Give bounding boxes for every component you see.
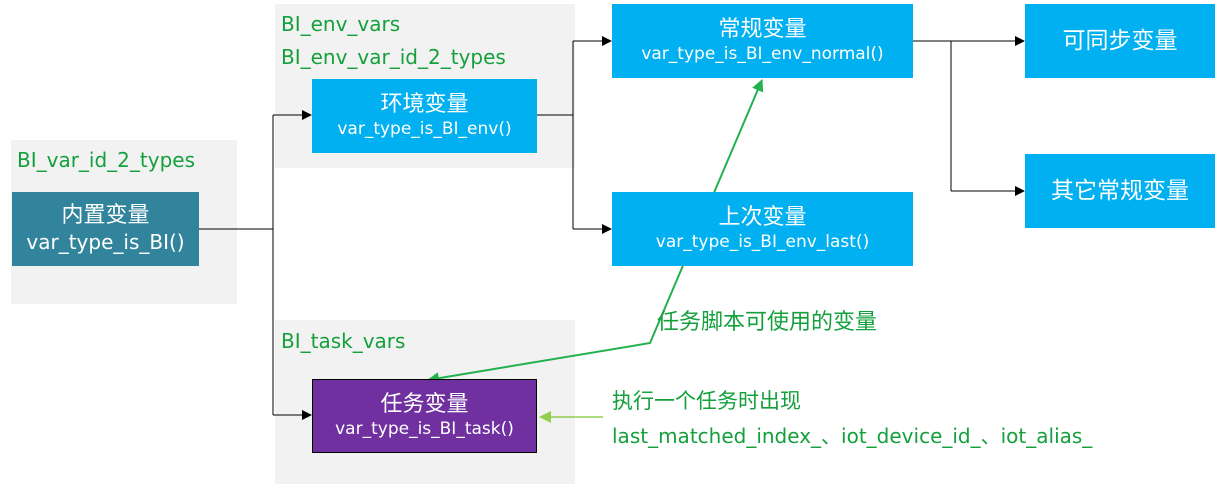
on-task-exec-note: 执行一个任务时出现 bbox=[612, 389, 801, 413]
task-vars-node: 任务变量 var_type_is_BI_task() bbox=[312, 379, 537, 453]
task-script-vars-note: 任务脚本可使用的变量 bbox=[657, 310, 878, 335]
task-vars-func: var_type_is_BI_task() bbox=[335, 419, 514, 440]
normal-vars-title: 常规变量 bbox=[718, 16, 807, 42]
task-group-label: BI_task_vars bbox=[281, 329, 406, 353]
wire-env-branch bbox=[537, 41, 574, 229]
task-script-vars-arrow bbox=[427, 79, 764, 385]
env-vars-title: 环境变量 bbox=[380, 91, 469, 117]
last-vars-title: 上次变量 bbox=[718, 204, 807, 230]
syncable-vars-title: 可同步变量 bbox=[1062, 27, 1178, 54]
bi-group-label: BI_var_id_2_types bbox=[17, 148, 196, 172]
env-group-label-line2: BI_env_var_id_2_types bbox=[281, 45, 506, 69]
normal-vars-func: var_type_is_BI_env_normal() bbox=[641, 44, 884, 65]
wire-normal-branch bbox=[913, 40, 952, 191]
last-vars-func: var_type_is_BI_env_last() bbox=[655, 232, 870, 253]
env-group-label-line1: BI_env_vars bbox=[281, 12, 401, 36]
builtin-vars-title: 内置变量 bbox=[61, 202, 150, 228]
builtin-vars-func: var_type_is_BI() bbox=[26, 230, 185, 255]
last-vars-node: 上次变量 var_type_is_BI_env_last() bbox=[612, 192, 913, 266]
task-vars-title: 任务变量 bbox=[380, 391, 469, 417]
env-vars-func: var_type_is_BI_env() bbox=[337, 119, 512, 140]
task-var-names-note: last_matched_index_、iot_device_id_、iot_a… bbox=[612, 424, 1093, 448]
builtin-vars-node: 内置变量 var_type_is_BI() bbox=[12, 192, 199, 266]
other-normal-vars-node: 其它常规变量 bbox=[1025, 154, 1215, 228]
syncable-vars-node: 可同步变量 bbox=[1025, 4, 1215, 78]
normal-vars-node: 常规变量 var_type_is_BI_env_normal() bbox=[612, 4, 913, 78]
env-vars-node: 环境变量 var_type_is_BI_env() bbox=[312, 79, 537, 153]
other-normal-vars-title: 其它常规变量 bbox=[1051, 177, 1189, 204]
wire-builtin-branch bbox=[199, 115, 274, 415]
